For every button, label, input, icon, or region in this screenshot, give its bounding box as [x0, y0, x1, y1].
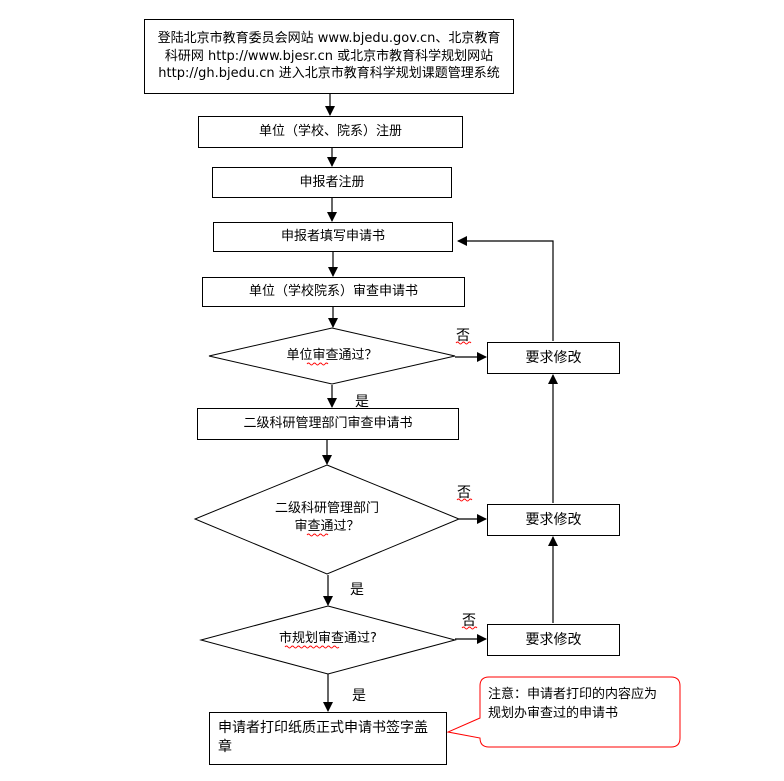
note-callout-shape [446, 676, 681, 748]
start-line-2: 科研网 http://www.bjesr.cn 或北京市教育科学规划网站 [164, 48, 494, 64]
second-level-review-label: 二级科研管理部门审查申请书 [243, 416, 413, 432]
start-box: 登陆北京市教育委员会网站 www.bjedu.gov.cn、北京教育 科研网 h… [144, 19, 514, 94]
squiggle-decision2 [306, 533, 329, 537]
start-line-1: 登陆北京市教育委员会网站 www.bjedu.gov.cn、北京教育 [157, 31, 501, 47]
second-level-review-box: 二级科研管理部门审查申请书 [197, 408, 459, 440]
fill-application-label: 申报者填写申请书 [280, 229, 385, 245]
note-text: 注意：申请者打印的内容应为 规划办审查过的申请书 [488, 686, 674, 724]
unit-review-label: 单位（学校院系）审查申请书 [248, 284, 418, 300]
final-line-1: 申请者打印纸质正式申请书签字盖 [218, 720, 428, 736]
no-label-2: 否 [457, 485, 471, 501]
final-line-2: 章 [218, 738, 232, 755]
decision2-diamond [193, 464, 461, 575]
yes-label-2: 是 [350, 582, 364, 598]
arrow-revise1-to-fill [457, 236, 554, 341]
no-label-1: 否 [456, 328, 470, 344]
no-label-3: 否 [462, 613, 476, 629]
squiggle-decision3 [284, 645, 340, 649]
decision2-text: 二级科研管理部门 审查通过？ [247, 500, 407, 535]
unit-review-box: 单位（学校院系）审查申请书 [202, 277, 465, 307]
revise-box-3: 要求修改 [487, 624, 620, 656]
decision1-diamond [208, 327, 456, 385]
decision3-label: 市规划审查通过? [279, 631, 377, 646]
note-line-2: 规划办审查过的申请书 [488, 705, 619, 721]
revise-box-1: 要求修改 [487, 342, 620, 374]
applicant-register-label: 申报者注册 [299, 174, 365, 190]
decision2-line-1: 二级科研管理部门 [274, 501, 379, 516]
unit-register-label: 单位（学校、院系）注册 [258, 124, 402, 140]
squiggle-no1 [455, 341, 472, 345]
unit-register-box: 单位（学校、院系）注册 [198, 116, 463, 148]
decision1-label: 单位审查通过？ [286, 348, 378, 363]
yes-label-3: 是 [352, 688, 366, 704]
fill-application-box: 申报者填写申请书 [213, 222, 453, 252]
decision2-line-2: 审查通过？ [294, 518, 360, 534]
applicant-register-box: 申报者注册 [212, 167, 452, 198]
revise-label-1: 要求修改 [525, 349, 582, 366]
note-line-1: 注意：申请者打印的内容应为 [488, 687, 658, 702]
revise-label-3: 要求修改 [525, 631, 582, 648]
yes-label-1: 是 [355, 394, 369, 410]
start-line-3: http://gh.bjedu.cn 进入北京市教育科学规划课题管理系统 [158, 66, 500, 82]
revise-label-2: 要求修改 [525, 511, 582, 528]
squiggle-no3 [461, 626, 478, 630]
decision3-diamond [199, 605, 457, 675]
squiggle-no2 [456, 498, 473, 502]
squiggle-decision1 [306, 362, 329, 366]
revise-box-2: 要求修改 [487, 504, 620, 536]
final-box: 申请者打印纸质正式申请书签字盖 章 [209, 712, 447, 765]
